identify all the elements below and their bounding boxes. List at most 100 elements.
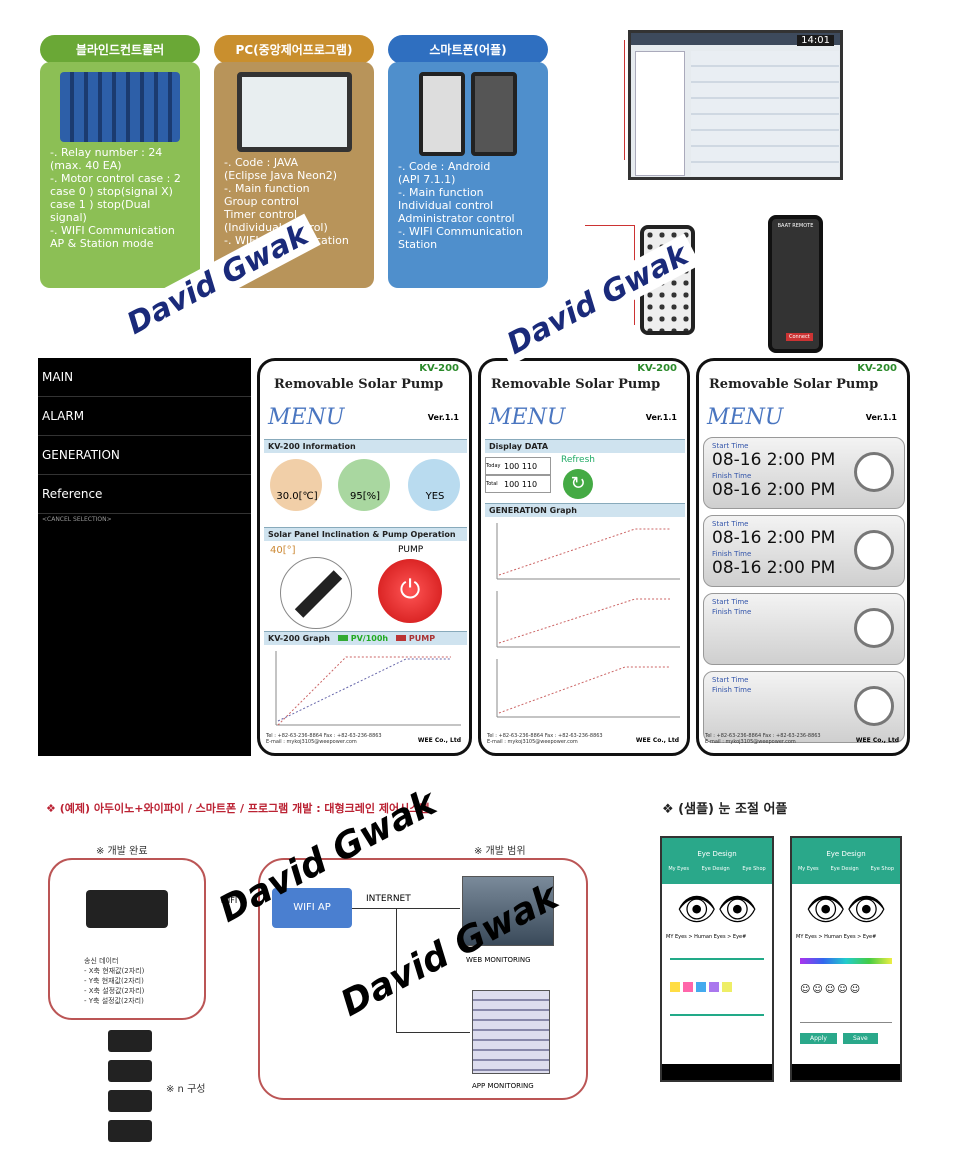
blink-slider[interactable] <box>670 1014 764 1016</box>
blind-controller-card: -. Relay number : 24(max. 40 EA)-. Motor… <box>40 62 200 288</box>
graph-title: KV-200 Graph <box>268 634 330 643</box>
spec-line: -. Code : JAVA <box>224 156 299 169</box>
sidebar-item-main[interactable]: MAIN <box>38 358 251 397</box>
refresh-label: Refresh <box>561 455 595 465</box>
crane-heading: ❖ (예제) 아두이노+와이파이 / 스마트폰 / 프로그램 개발 : 대형크레… <box>46 802 430 815</box>
phone-remote-image <box>419 72 465 156</box>
app-title: Removable Solar Pump <box>274 377 444 392</box>
alarm-clock-icon[interactable] <box>854 686 894 726</box>
blind-controller-header: 블라인드컨트롤러 <box>40 35 200 64</box>
tab-eye-shop[interactable]: Eye Shop <box>870 866 894 872</box>
tab-eye-design[interactable]: Eye Design <box>701 866 730 872</box>
controller-device-image <box>86 890 168 928</box>
spec-line: -. WIFI Communication <box>398 225 523 238</box>
spec-line: (API 7.1.1) <box>398 173 456 186</box>
menu-label[interactable]: MENU <box>707 405 784 430</box>
model-label: KV-200 <box>857 363 897 374</box>
pupil-color-swatches[interactable] <box>670 982 764 992</box>
eye-graphic: 👁👁 <box>805 890 887 928</box>
send-item: - X축 설정값(2자리) <box>84 987 145 995</box>
send-item: - Y축 설정값(2자리) <box>84 997 144 1005</box>
alarm-clock-icon[interactable] <box>854 452 894 492</box>
blind-spec-list: -. Relay number : 24(max. 40 EA)-. Motor… <box>50 146 190 250</box>
internet-label: INTERNET <box>366 894 411 904</box>
send-data-list: - X축 현재값(2자리)- Y축 현재값(2자리)- X축 설정값(2자리)-… <box>84 966 144 1006</box>
start-time-label: Start Time <box>712 676 749 684</box>
dev-done-label: ※ 개발 완료 <box>96 846 148 857</box>
status-value: YES <box>425 491 445 502</box>
remote-connect-button[interactable]: Connect <box>786 333 813 341</box>
eye-app-screen-1: Eye Design My Eyes Eye Design Eye Shop 👁… <box>660 836 774 1082</box>
tab-my-eyes[interactable]: My Eyes <box>797 866 819 872</box>
sidebar-item-generation[interactable]: GENERATION <box>38 436 251 475</box>
tab-eye-design[interactable]: Eye Design <box>830 866 859 872</box>
spec-line: -. Main function <box>398 186 484 199</box>
alarm-clock-icon[interactable] <box>854 530 894 570</box>
menu-label[interactable]: MENU <box>268 405 345 430</box>
temperature-value: 30.0[℃] <box>276 491 318 502</box>
web-monitoring-label: WEB MONITORING <box>466 956 531 964</box>
name-input[interactable] <box>800 1013 892 1023</box>
company-label: WEE Co., Ltd <box>417 737 461 744</box>
spec-line: -. Motor control case : 2 <box>50 172 181 185</box>
save-button[interactable]: Save <box>842 1033 878 1044</box>
app-screen-info: Removable Solar Pump KV-200 Ver.1.1 MENU… <box>257 358 472 756</box>
web-monitor-image <box>462 876 554 946</box>
android-navbar <box>662 1064 772 1080</box>
emotion-icons[interactable]: ☺☺☺☺☺ <box>800 984 863 995</box>
model-label: KV-200 <box>637 363 677 374</box>
sidebar-item-reference[interactable]: Reference <box>38 475 251 514</box>
model-label: KV-200 <box>419 363 459 374</box>
tab-my-eyes[interactable]: My Eyes <box>668 866 689 872</box>
spec-line: Group control <box>224 195 300 208</box>
info-section: KV-200 Information <box>264 439 467 453</box>
app-title: Removable Solar Pump <box>709 377 879 392</box>
cancel-selection[interactable]: <CANCEL SELECTION> <box>42 516 112 523</box>
clock-status-icon <box>408 459 460 511</box>
spec-line: Timer control <box>224 208 298 221</box>
generation-graph-section: GENERATION Graph <box>485 503 685 517</box>
legend-pump: PUMP <box>396 634 435 643</box>
panel-section: Solar Panel Inclination & Pump Operation <box>264 527 467 541</box>
app-screen-timers: Removable Solar Pump KV-200 Ver.1.1 MENU… <box>696 358 910 756</box>
clock-readout: 14:01 <box>797 35 834 46</box>
start-time-label: Start Time <box>712 598 749 606</box>
device-stack <box>108 1030 152 1148</box>
alarm-clock-icon[interactable] <box>854 608 894 648</box>
start-time-label: Start Time <box>712 520 749 528</box>
pc-program-header: PC(중앙제어프로그램) <box>214 35 374 64</box>
pc-program-screenshot: 14:01 <box>628 30 843 180</box>
app-footer: Tel : +82-63-236-8864 Fax : +82-63-236-8… <box>487 733 603 745</box>
finish-time-label: Finish Time <box>712 608 752 616</box>
generation-graphs <box>496 523 680 718</box>
eye-breadcrumb: MY Eyes > Human Eyes > Eye# <box>666 934 747 940</box>
app-arrow-horizontal <box>396 1032 470 1033</box>
apply-button[interactable]: Apply <box>800 1033 837 1044</box>
color-gradient-bar[interactable] <box>800 958 892 964</box>
eye-graphic: 👁👁 <box>676 890 758 928</box>
sidebar-item-alarm[interactable]: ALARM <box>38 397 251 436</box>
spec-line: case 0 ) stop(signal X) <box>50 185 173 198</box>
spec-line: -. Main function <box>224 182 310 195</box>
phone-admin-image <box>471 72 517 156</box>
refresh-icon[interactable]: ↻ <box>563 469 593 499</box>
device-box: 송신 데이터 - X축 현재값(2자리)- Y축 현재값(2자리)- X축 설정… <box>48 858 206 1020</box>
tab-eye-shop[interactable]: Eye Shop <box>742 866 766 872</box>
version-label: Ver.1.1 <box>645 413 677 422</box>
spec-line: (Eclipse Java Neon2) <box>224 169 338 182</box>
menu-label[interactable]: MENU <box>489 405 566 430</box>
size-slider[interactable] <box>670 958 764 960</box>
spec-line: -. WIFI Communication <box>50 224 175 237</box>
remote-title: BAAT REMOTE <box>777 223 814 229</box>
pump-power-button[interactable]: ⏻ <box>378 559 442 623</box>
version-label: Ver.1.1 <box>427 413 459 422</box>
app-footer: Tel : +82-63-236-8864 Fax : +82-63-236-8… <box>266 733 382 745</box>
panel-angle: 40[°] <box>270 545 296 556</box>
version-label: Ver.1.1 <box>865 413 897 422</box>
smartphone-header: 스마트폰(어플) <box>388 35 548 64</box>
